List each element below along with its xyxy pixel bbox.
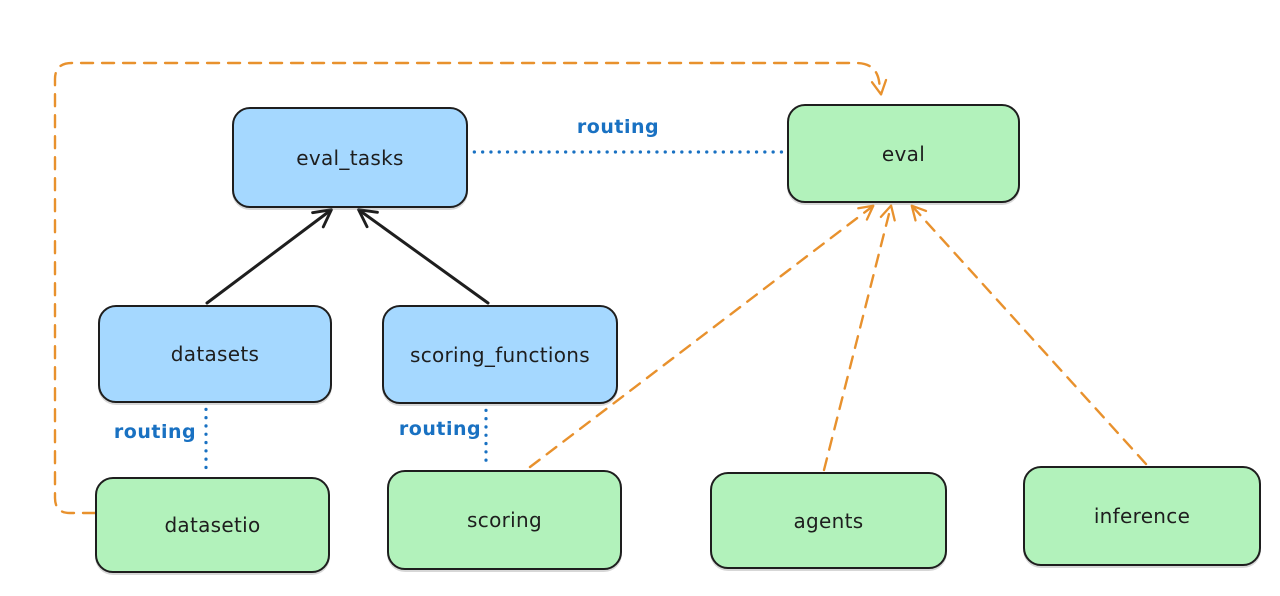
node-inference: inference [1023,466,1261,566]
node-scoring-functions-label: scoring_functions [409,342,591,367]
node-datasetio-label: datasetio [164,513,261,537]
routing-label-datasets-datasetio: routing [113,421,197,443]
edge-inference-to-eval [910,204,1148,466]
edge-datasets-to-eval-tasks [205,208,333,305]
node-eval-tasks: eval_tasks [232,107,468,208]
routing-label-eval-tasks-eval: routing [576,116,660,138]
edge-scoring-functions-to-eval-tasks [357,208,490,305]
node-eval: eval [787,104,1020,203]
node-agents-label: agents [793,508,864,533]
node-eval-label: eval [881,141,926,166]
node-datasetio: datasetio [95,477,330,573]
node-scoring-label: scoring [467,508,542,532]
node-scoring-functions: scoring_functions [382,305,618,404]
edge-scoring-to-eval [528,204,875,469]
node-datasets-label: datasets [170,342,260,366]
node-datasets: datasets [98,305,332,403]
node-agents: agents [710,472,947,569]
node-scoring: scoring [387,470,622,570]
node-eval-tasks-label: eval_tasks [296,145,404,170]
edge-agents-to-eval [822,204,896,472]
node-inference-label: inference [1093,504,1191,528]
routing-label-scoring-functions-scoring: routing [398,418,482,440]
